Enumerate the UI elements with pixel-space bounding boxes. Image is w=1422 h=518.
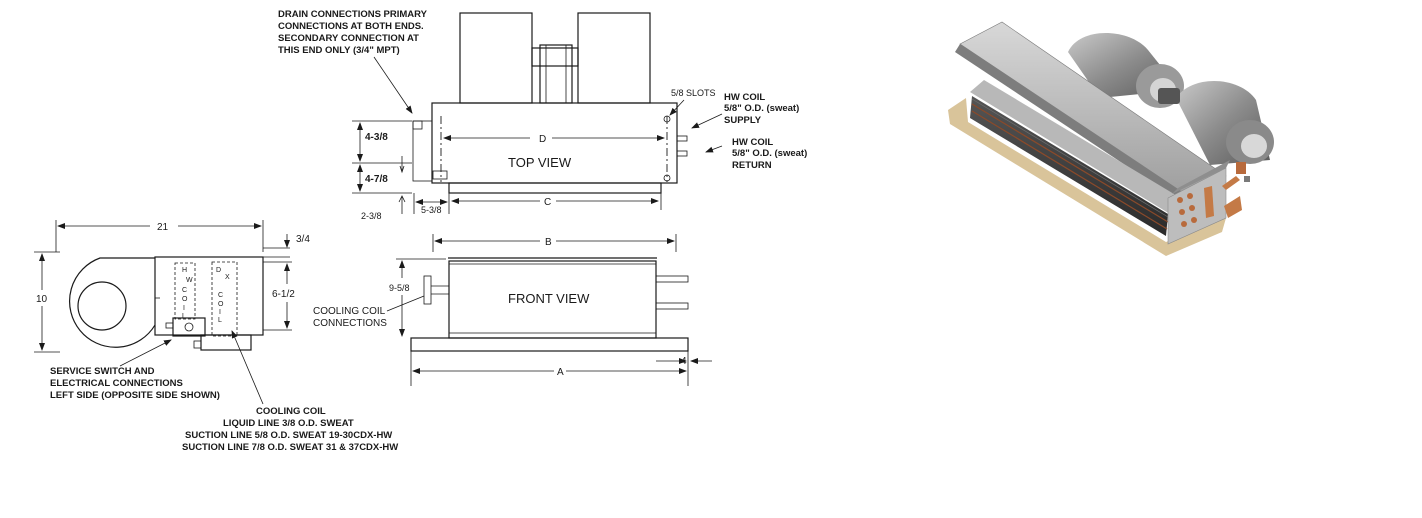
- coil-letter: L: [218, 317, 222, 324]
- note-line: LIQUID LINE 3/8 O.D. SWEAT: [223, 418, 354, 429]
- note-line: CONNECTIONS AT BOTH ENDS.: [278, 21, 424, 32]
- note-line: CONNECTIONS: [313, 318, 387, 329]
- note-line: SECONDARY CONNECTION AT: [278, 33, 419, 44]
- coil-letter: X: [225, 274, 230, 281]
- dim-width-label: 21: [157, 222, 169, 233]
- dim-D-label: D: [539, 134, 546, 145]
- note-line: HW COIL: [724, 92, 765, 103]
- coil-letter: C: [182, 287, 187, 294]
- note-line: 5/8" O.D. (sweat): [732, 148, 807, 159]
- cooling-coil-note: COOLING COIL LIQUID LINE 3/8 O.D. SWEAT …: [182, 406, 398, 453]
- dim-b-label: 4-7/8: [365, 174, 388, 185]
- coil-letter: C: [218, 292, 223, 299]
- note-line: ELECTRICAL CONNECTIONS: [50, 378, 183, 389]
- note-line: SUPPLY: [724, 115, 762, 126]
- note-line: 5/8" O.D. (sweat): [724, 103, 799, 114]
- note-line: COOLING COIL: [256, 406, 326, 417]
- note-line: LEFT SIDE (OPPOSITE SIDE SHOWN): [50, 390, 220, 401]
- hw-coil-supply-note: HW COIL 5/8" O.D. (sweat) SUPPLY: [724, 92, 799, 126]
- dx-coil-letters: D X C O I L: [216, 267, 230, 324]
- hw-coil-return-note: HW COIL 5/8" O.D. (sweat) RETURN: [732, 137, 807, 171]
- front-view: B FRONT VIEW 9-5/8 COOLING COIL CONNECTI…: [313, 234, 712, 386]
- note-line: HW COIL: [732, 137, 773, 148]
- note-line: SERVICE SWITCH AND: [50, 366, 155, 377]
- dim-B-label: B: [545, 237, 552, 248]
- slots-label: 5/8 SLOTS: [671, 88, 716, 98]
- dim-A-label: A: [557, 367, 564, 378]
- dim-C-label: C: [544, 197, 551, 208]
- top-view-title: TOP VIEW: [508, 155, 572, 170]
- coil-letter: I: [219, 309, 221, 316]
- coil-letter: O: [182, 296, 188, 303]
- dim-height-label: 9-5/8: [389, 283, 410, 293]
- dim-height-label: 10: [36, 294, 48, 305]
- note-line: THIS END ONLY (3/4" MPT): [278, 45, 400, 56]
- note-line: RETURN: [732, 160, 772, 171]
- dim-top-offset-label: 3/4: [296, 234, 310, 245]
- hw-coil-letters: H W C O I L: [182, 267, 193, 320]
- service-switch-note: SERVICE SWITCH AND ELECTRICAL CONNECTION…: [50, 366, 220, 401]
- coil-letter: I: [183, 305, 185, 312]
- coil-letter: W: [186, 277, 193, 284]
- note-line: SUCTION LINE 5/8 O.D. SWEAT 19-30CDX-HW: [185, 430, 392, 441]
- dim-end-label: 4: [681, 356, 687, 367]
- cooling-coil-connections-note: COOLING COIL CONNECTIONS: [313, 306, 387, 329]
- coil-letter: D: [216, 267, 221, 274]
- dim-coil-height-label: 6-1/2: [272, 289, 295, 300]
- coil-letter: L: [182, 313, 186, 320]
- front-view-title: FRONT VIEW: [508, 291, 590, 306]
- drain-connections-note: DRAIN CONNECTIONS PRIMARY CONNECTIONS AT…: [278, 9, 428, 56]
- dim-a-label: 4-3/8: [365, 132, 388, 143]
- product-image: [948, 21, 1274, 256]
- top-view: D TOP VIEW 4-3/8 4-7/8 2-3/8 5-3/8 C DRA…: [278, 9, 807, 221]
- coil-letter: O: [218, 301, 224, 308]
- dim-c-label: 2-3/8: [361, 211, 382, 221]
- side-view: H W C O I L D X C O I L 21 10 3/4: [34, 220, 398, 453]
- coil-letter: H: [182, 267, 187, 274]
- note-line: DRAIN CONNECTIONS PRIMARY: [278, 9, 428, 20]
- note-line: SUCTION LINE 7/8 O.D. SWEAT 31 & 37CDX-H…: [182, 442, 398, 453]
- note-line: COOLING COIL: [313, 306, 386, 317]
- dim-d-label: 5-3/8: [421, 205, 442, 215]
